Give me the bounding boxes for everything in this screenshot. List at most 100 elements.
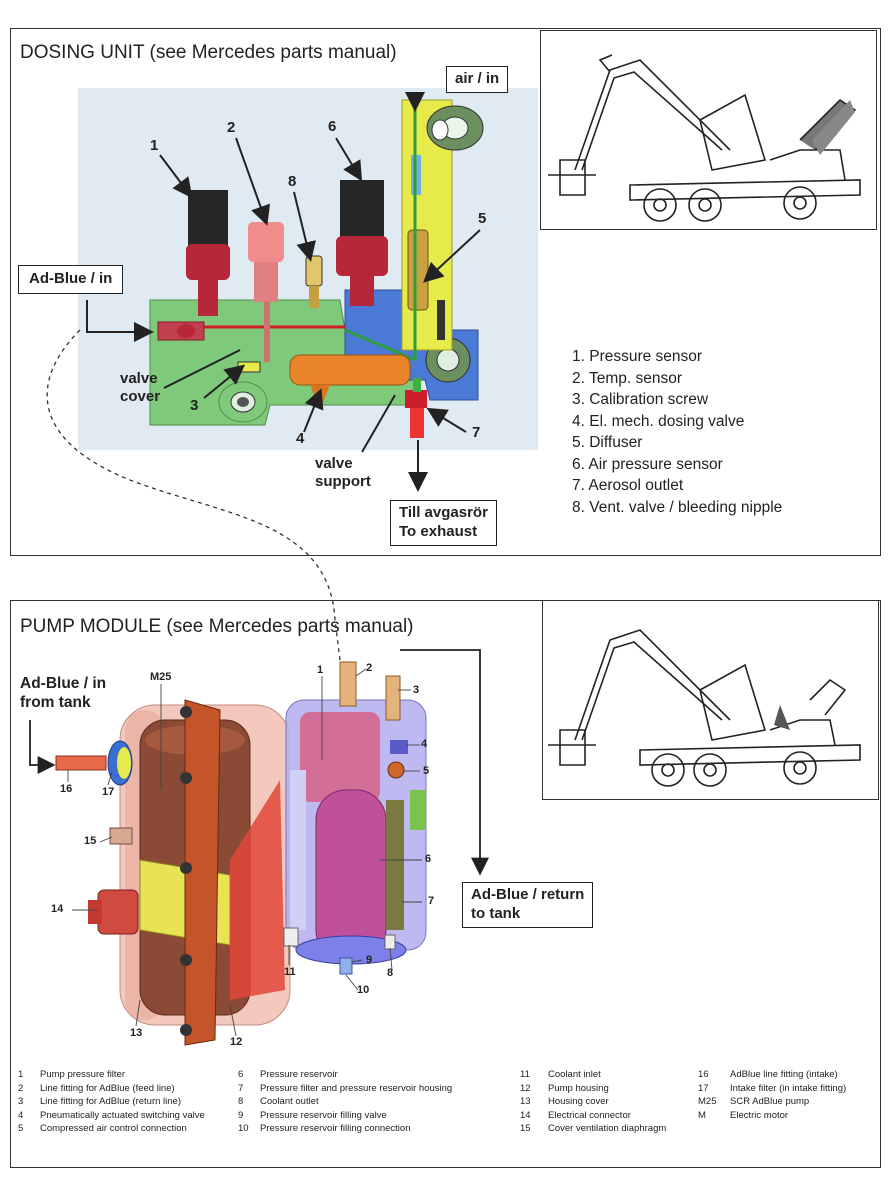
machine-sketch-top (548, 54, 861, 222)
dosing-unit-title: DOSING UNIT (see Mercedes parts manual) (20, 42, 397, 63)
pump-legend-col2: 6 Pressure reservoir 7 Pressure filter and… (238, 1068, 452, 1136)
adblue-return-label: Ad-Blue / return to tank (462, 882, 594, 928)
legend-text: Pressure filter and pressure reservoir h… (260, 1082, 453, 1094)
dosing-callout-4: 4 (296, 430, 305, 447)
temp-sensor-2 (248, 222, 284, 262)
adblue-in-label: Ad-Blue / in (18, 265, 124, 294)
legend-text: Intake filter (in intake fitting) (730, 1082, 847, 1094)
dosing-parts-list: 1. Pressure sensor 2. Temp. sensor 3. Ca… (572, 346, 782, 518)
legend-key: 9 (238, 1109, 244, 1121)
legend-key: 3 (18, 1096, 24, 1107)
pump-callout-1: 1 (317, 664, 324, 676)
pump-callout-5: 5 (423, 765, 430, 777)
dosing-leader-lines (86, 92, 481, 492)
legend-text: Line fitting for AdBlue (feed line) (40, 1082, 175, 1094)
aerosol-outlet-7 (405, 390, 427, 408)
dosing-list-item: 8. Vent. valve / bleeding nipple (572, 498, 783, 516)
machine-sketch-bottom (548, 629, 861, 787)
legend-key: 5 (18, 1123, 24, 1134)
legend-text: Pressure reservoir filling connection (260, 1123, 411, 1134)
electrical-connector-14 (97, 889, 139, 935)
legend-key: 14 (520, 1109, 531, 1121)
dosing-callout-6: 6 (328, 118, 337, 135)
legend-text: Pump housing (548, 1082, 609, 1094)
legend-text: Electric motor (730, 1109, 789, 1121)
pressure-reservoir-6 (315, 789, 387, 961)
pump-callout-12: 12 (230, 1036, 243, 1048)
pump-callout-11: 11 (284, 966, 296, 978)
dosing-list-item: 6. Air pressure sensor (572, 455, 723, 473)
legend-text: SCR AdBlue pump (730, 1096, 810, 1107)
valve-cover-label: valve cover (120, 370, 161, 405)
vent-valve-8 (305, 255, 323, 287)
line-fitting-3 (385, 675, 401, 721)
legend-text: Pressure reservoir filling valve (260, 1109, 387, 1121)
legend-text: Housing cover (548, 1096, 609, 1107)
legend-key: 11 (520, 1069, 530, 1080)
legend-text: Pneumatically actuated switching valve (40, 1109, 205, 1121)
dosing-valve-4 (289, 354, 411, 386)
legend-text: Cover ventilation diaphragm (548, 1123, 667, 1134)
dosing-list-item: 7. Aerosol outlet (572, 477, 684, 494)
legend-key: 8 (238, 1096, 244, 1107)
pump-callout-13: 13 (130, 1027, 143, 1039)
legend-text: Line fitting for AdBlue (return line) (40, 1096, 181, 1107)
valve-support-label: valve support (315, 455, 371, 490)
pump-callout-14: 14 (51, 903, 64, 915)
adblue-in-from-tank-label: Ad-Blue / in from tank (12, 671, 115, 716)
legend-key: 4 (18, 1109, 24, 1121)
dosing-callout-7: 7 (472, 424, 481, 441)
legend-text: Electrical connector (548, 1109, 631, 1121)
dosing-callout-1: 1 (150, 137, 159, 154)
housing-cover-13 (184, 699, 221, 1046)
legend-key: 7 (238, 1082, 244, 1094)
pump-callout-2: 2 (366, 662, 373, 674)
pump-callout-16: 16 (60, 783, 73, 795)
legend-key: 16 (698, 1069, 709, 1080)
legend-key: 17 (698, 1082, 709, 1094)
air-connection-5 (387, 761, 405, 779)
dosing-callout-2: 2 (227, 119, 236, 136)
pump-callout-6: 6 (425, 853, 432, 865)
legend-key: 12 (520, 1082, 531, 1094)
pump-callout-7: 7 (428, 895, 435, 907)
legend-text: Pump pressure filter (40, 1069, 126, 1080)
dosing-list-item: 3. Calibration screw (572, 391, 709, 408)
coolant-inlet-11 (283, 927, 299, 947)
legend-key: M (698, 1109, 706, 1121)
m25-label: M25 (150, 671, 172, 683)
legend-key: 6 (238, 1069, 244, 1080)
line-fitting-2 (339, 661, 357, 707)
pump-callout-9: 9 (366, 954, 373, 966)
legend-text: Pressure reservoir (260, 1069, 338, 1080)
pump-callout-4: 4 (421, 738, 428, 750)
dosing-list-item: 2. Temp. sensor (572, 369, 682, 387)
dosing-list-item: 1. Pressure sensor (572, 348, 703, 365)
filling-connection-10 (339, 957, 353, 975)
pressure-sensor-1 (188, 190, 228, 246)
pump-callout-3: 3 (413, 684, 420, 696)
adblue-intake-fitting-16 (55, 755, 107, 771)
legend-text: Coolant outlet (260, 1096, 319, 1107)
legend-text: Coolant inlet (548, 1069, 601, 1080)
legend-key: 15 (520, 1123, 531, 1134)
feed-line-dashed (46, 329, 341, 661)
dosing-list-item: 4. El. mech. dosing valve (572, 412, 745, 430)
pump-callout-17: 17 (102, 786, 115, 798)
pump-module-title: PUMP MODULE (see Mercedes parts manual) (20, 616, 414, 637)
pump-legend-col3: 11 Coolant inlet 12 Pump housing 13 Housing… (520, 1068, 666, 1136)
legend-key: 13 (520, 1096, 531, 1107)
legend-key: 10 (238, 1123, 249, 1134)
legend-text: AdBlue line fitting (intake) (730, 1069, 838, 1080)
air-pressure-sensor-6 (340, 180, 384, 240)
legend-text: Compressed air control connection (40, 1123, 187, 1134)
dosing-callout-3: 3 (190, 397, 199, 414)
pump-callout-15: 15 (84, 835, 97, 847)
legend-key: M25 (698, 1096, 717, 1107)
legend-key: 1 (18, 1069, 24, 1080)
pump-callout-10: 10 (357, 984, 370, 996)
dosing-callout-8: 8 (288, 173, 297, 190)
dosing-list-item: 5. Diffuser (572, 434, 643, 451)
